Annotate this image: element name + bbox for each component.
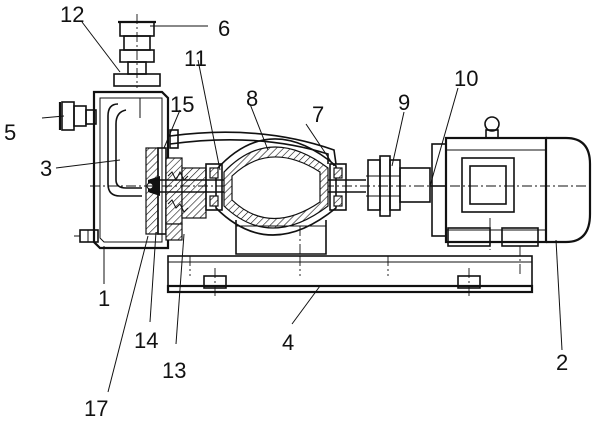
electric-motor xyxy=(430,116,592,250)
label-10: 10 xyxy=(454,66,478,91)
label-3: 3 xyxy=(40,156,52,181)
label-7: 7 xyxy=(312,102,324,127)
bearing-bracket xyxy=(205,138,347,255)
part-labels: 12 6 11 8 7 9 10 15 5 3 1 14 4 13 2 17 xyxy=(4,2,568,421)
inlet-nozzle xyxy=(58,101,97,131)
pump-casing xyxy=(74,90,170,250)
impeller-seal-region xyxy=(145,147,207,241)
label-6: 6 xyxy=(218,16,230,41)
label-1: 1 xyxy=(98,286,110,311)
base-frame xyxy=(166,246,534,296)
outlet-nozzle xyxy=(113,14,161,88)
label-8: 8 xyxy=(246,86,258,111)
label-4: 4 xyxy=(282,330,294,355)
label-13: 13 xyxy=(162,358,186,383)
pump-shaft xyxy=(90,179,590,193)
label-2: 2 xyxy=(556,350,568,375)
label-12: 12 xyxy=(60,2,84,27)
leader-lines xyxy=(41,21,563,393)
label-15: 15 xyxy=(170,92,194,117)
label-9: 9 xyxy=(398,90,410,115)
label-14: 14 xyxy=(134,328,158,353)
label-17: 17 xyxy=(84,396,108,421)
label-5: 5 xyxy=(4,120,16,145)
label-11: 11 xyxy=(184,46,207,71)
